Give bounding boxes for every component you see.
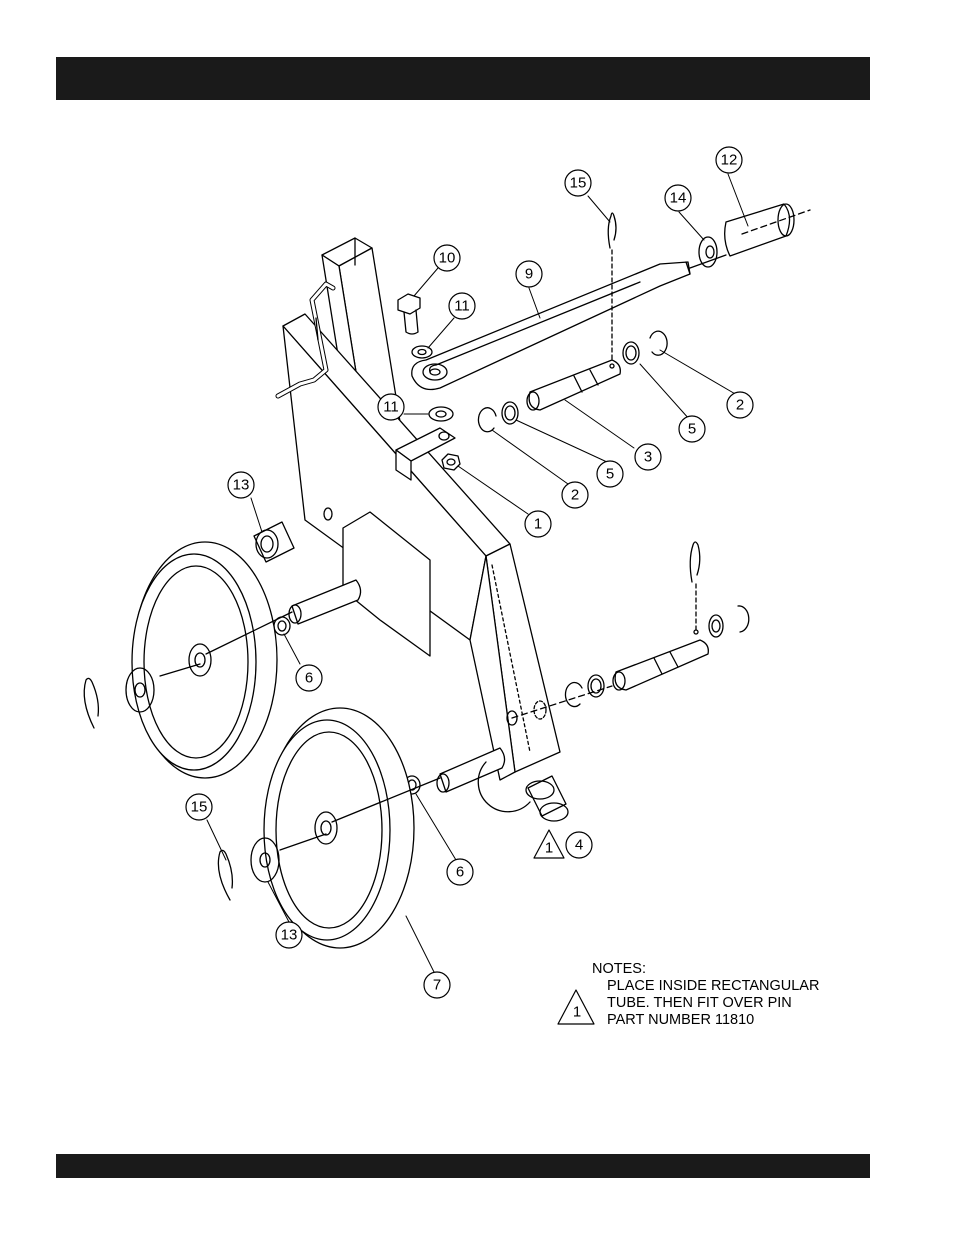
callout-15-top: 15 xyxy=(565,170,591,196)
notes-line-3: PART NUMBER 11810 xyxy=(592,1012,819,1029)
svg-text:1: 1 xyxy=(545,840,553,857)
svg-text:15: 15 xyxy=(570,175,587,192)
callout-5-right: 5 xyxy=(679,416,705,442)
callout-2-left: 2 xyxy=(562,482,588,508)
notes-line-1: PLACE INSIDE RECTANGULAR xyxy=(592,978,819,995)
svg-text:1: 1 xyxy=(573,1004,581,1021)
svg-text:13: 13 xyxy=(233,477,250,494)
svg-text:1: 1 xyxy=(534,516,542,533)
callout-3: 3 xyxy=(635,444,661,470)
callout-13-lower: 13 xyxy=(276,922,302,948)
svg-text:9: 9 xyxy=(525,266,533,283)
notes-block: NOTES: PLACE INSIDE RECTANGULAR TUBE. TH… xyxy=(592,961,819,1029)
svg-text:6: 6 xyxy=(456,864,464,881)
notes-heading: NOTES: xyxy=(592,961,819,978)
svg-text:5: 5 xyxy=(606,466,614,483)
svg-text:11: 11 xyxy=(454,298,470,315)
callout-14: 14 xyxy=(665,185,691,211)
svg-text:13: 13 xyxy=(281,927,298,944)
main-frame xyxy=(278,238,560,780)
svg-text:6: 6 xyxy=(305,670,313,687)
wheel-rear xyxy=(84,542,292,778)
tow-bar xyxy=(412,262,690,390)
svg-text:4: 4 xyxy=(575,837,583,854)
svg-text:3: 3 xyxy=(644,449,652,466)
svg-text:7: 7 xyxy=(433,977,441,994)
notes-triangle-icon: 1 xyxy=(558,990,594,1024)
svg-text:2: 2 xyxy=(571,487,579,504)
callout-15-lower: 15 xyxy=(186,794,212,820)
svg-text:12: 12 xyxy=(721,152,738,169)
upper-hardware xyxy=(398,204,810,470)
warning-triangle-icon: 1 xyxy=(534,830,564,858)
svg-text:11: 11 xyxy=(383,399,399,416)
svg-text:14: 14 xyxy=(670,190,687,207)
callout-12: 12 xyxy=(716,147,742,173)
callout-5-left: 5 xyxy=(597,461,623,487)
callout-9: 9 xyxy=(516,261,542,287)
svg-text:10: 10 xyxy=(439,250,456,267)
svg-text:15: 15 xyxy=(191,799,208,816)
callout-6-upper: 6 xyxy=(296,665,322,691)
notes-line-2: TUBE. THEN FIT OVER PIN xyxy=(592,995,819,1012)
callout-13-top: 13 xyxy=(228,472,254,498)
callout-11-top: 11 xyxy=(449,293,475,319)
callout-2-right: 2 xyxy=(727,392,753,418)
callout-11-lower: 11 xyxy=(378,394,404,420)
svg-text:2: 2 xyxy=(736,397,744,414)
callout-7: 7 xyxy=(424,972,450,998)
callout-4: 4 xyxy=(566,832,592,858)
svg-text:5: 5 xyxy=(688,421,696,438)
callout-6-lower: 6 xyxy=(447,859,473,885)
callout-1: 1 xyxy=(525,511,551,537)
callout-10: 10 xyxy=(434,245,460,271)
